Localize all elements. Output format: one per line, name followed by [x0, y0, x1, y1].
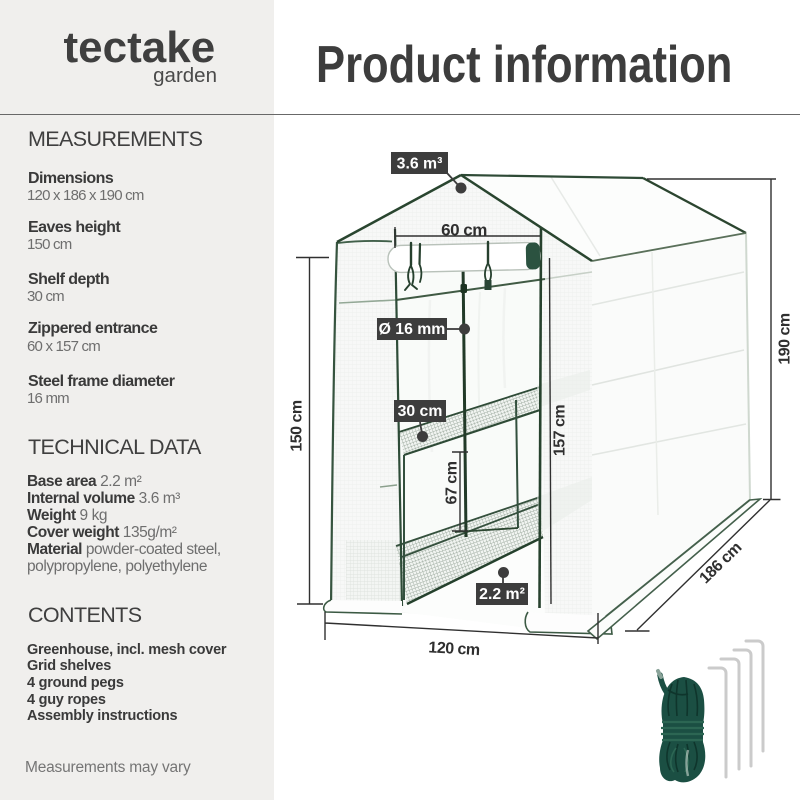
svg-text:2.2 m²: 2.2 m²: [479, 586, 525, 603]
svg-text:67 cm: 67 cm: [444, 461, 461, 504]
svg-text:120 cm: 120 cm: [428, 639, 480, 659]
svg-text:30 cm: 30 cm: [398, 403, 443, 420]
svg-text:157 cm: 157 cm: [552, 405, 569, 457]
svg-text:150 cm: 150 cm: [289, 400, 306, 452]
svg-text:3.6 m³: 3.6 m³: [397, 155, 443, 172]
svg-text:Ø 16 mm: Ø 16 mm: [379, 321, 446, 338]
svg-text:190 cm: 190 cm: [777, 313, 794, 365]
svg-text:60 cm: 60 cm: [441, 221, 487, 240]
